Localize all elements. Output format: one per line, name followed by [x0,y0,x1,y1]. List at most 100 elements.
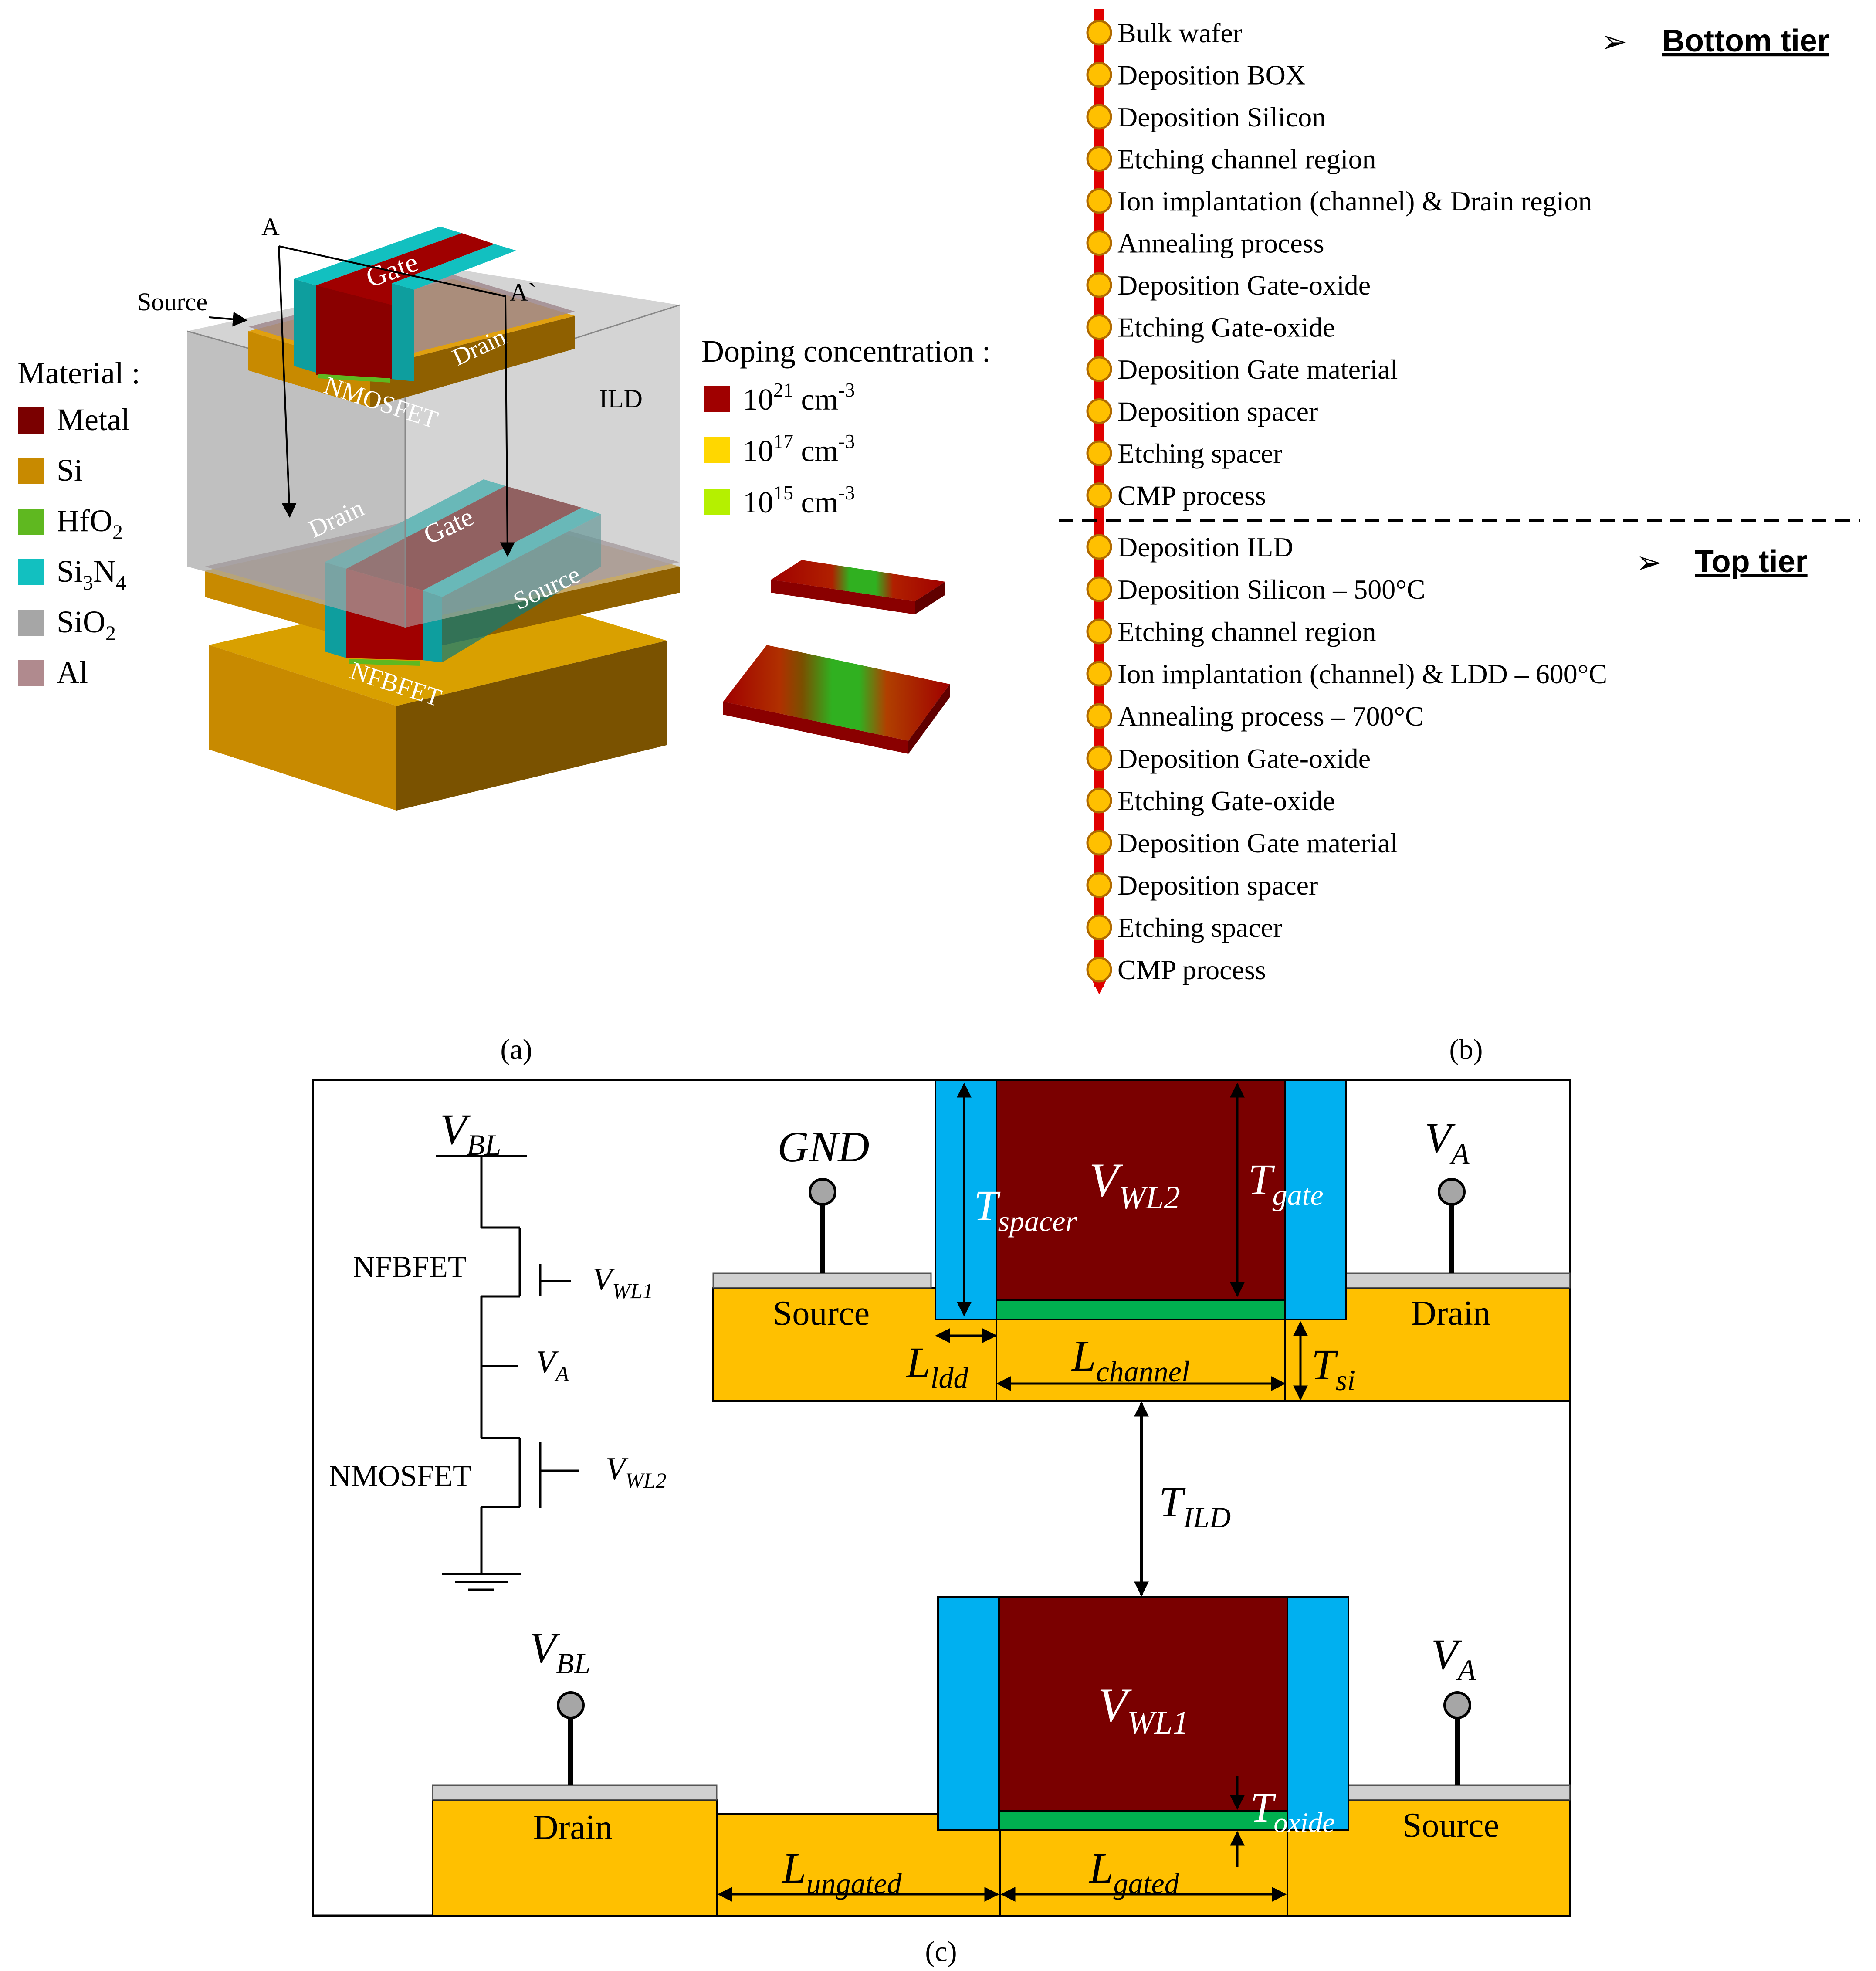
top-drain-contact [1345,1272,1571,1289]
bottom-step-node [1086,398,1112,424]
bottom-step-label: Deposition spacer [1117,396,1318,427]
top-step-label: Deposition spacer [1117,870,1318,901]
circuit-nfbfet-label: NFBFET [353,1250,467,1284]
bottom-step-label: Deposition BOX [1117,60,1306,91]
bottom-step-label: Deposition Gate-oxide [1117,270,1371,301]
bottom-step-node [1086,62,1112,88]
circuit-va-label: VA [536,1344,569,1386]
top-step-node [1086,830,1112,856]
tgate-label: Tgate [1248,1155,1324,1211]
top-spacer-right [1284,1079,1347,1320]
bottom-step-label: Etching Gate-oxide [1117,312,1335,343]
bottom-step-node [1086,482,1112,508]
bottom-gate-oxide [998,1810,1288,1831]
doping-swatch-17 [704,437,730,463]
bottom-step-node [1086,272,1112,298]
bottom-step-label: Bulk wafer [1117,17,1242,48]
lldd-label: Lldd [905,1338,969,1394]
material-swatch-si3n4 [18,559,44,585]
bottom-spacer-left [937,1596,1000,1831]
tspacer-label: Tspacer [974,1181,1077,1238]
top-step-label: Annealing process – 700°C [1117,701,1424,732]
circuit-vbl-label: VBL [440,1105,501,1161]
top-step-label: Deposition Gate material [1117,828,1398,858]
material-label-metal: Metal [57,402,130,437]
bottom-step-node [1086,20,1112,46]
bottom-step-node [1086,230,1112,256]
lgated-label: Lgated [1088,1844,1180,1900]
bottom-step-label: CMP process [1117,480,1266,511]
bottom-step-node [1086,314,1112,340]
top-tier-bullet: ➢ [1636,545,1662,580]
material-swatch-si [18,458,44,484]
gnd-probe [809,1178,836,1273]
caption-b: (b) [1449,1034,1483,1065]
bottom-step-label: Ion implantation (channel) & Drain regio… [1117,186,1592,217]
doping-slab-bottom [723,645,950,754]
circuit-schematic [436,1155,579,1591]
top-step-node [1086,534,1112,560]
va-probe-top [1438,1178,1466,1273]
material-label-al: Al [57,655,88,690]
bottom-step-node [1086,188,1112,214]
bottom-step-label: Annealing process [1117,228,1324,259]
bottom-step-node [1086,440,1112,466]
toxide-label: Toxide [1250,1784,1335,1839]
top-drain-label: Drain [1411,1294,1490,1333]
bottom-spacer-right [1287,1596,1349,1831]
circuit-vwl2-label: VWL2 [606,1451,667,1493]
bottom-step-node [1086,356,1112,382]
material-swatch-al [18,660,44,686]
bottom-vwl1-label: VWL1 [1098,1679,1189,1741]
cut-label-a-prime: A` [510,278,536,306]
top-step-label: Etching Gate-oxide [1117,785,1335,816]
doping-label-17: 1017 cm-3 [743,430,855,468]
material-swatch-sio2 [18,610,44,636]
top-step-label: Etching spacer [1117,912,1283,943]
top-gate-oxide [996,1299,1286,1320]
material-swatch-hfo2 [18,509,44,535]
top-step-label: Etching channel region [1117,616,1376,647]
cut-label-a: A [261,213,280,241]
source-arrow-label: Source [137,288,207,316]
source-pointer: Source [137,288,248,327]
bottom-step-label: Etching spacer [1117,438,1283,469]
bottom-tier-bullet: ➢ [1601,24,1627,59]
doping-label-21: 1021 cm-3 [743,379,855,417]
top-step-label: Deposition Silicon – 500°C [1117,574,1426,605]
material-label-si3n4: Si3N4 [57,554,126,594]
bottom-device: Drain Source [432,1596,1571,1917]
bottom-drain-label: Drain [533,1808,613,1847]
top-step-node [1086,745,1112,771]
bottom-source-contact [1348,1784,1571,1801]
doping-label-15: 1015 cm-3 [743,482,855,519]
top-source-label: Source [773,1294,870,1333]
bottom-vbl-label: VBL [529,1624,590,1680]
top-step-label: Deposition Gate-oxide [1117,743,1371,774]
top-vwl2-label: VWL2 [1089,1153,1180,1216]
lchannel-label: Lchannel [1071,1332,1190,1388]
bottom-source-label: Source [1402,1806,1499,1845]
bottom-step-node [1086,104,1112,130]
tild-label: TILD [1159,1478,1231,1534]
va-probe-bottom [1443,1691,1471,1785]
top-tier-label: Top tier [1695,544,1808,579]
material-legend-title: Material : [17,356,140,390]
top-va-label: VA [1425,1114,1470,1170]
material-swatch-metal [18,407,44,434]
top-tier-header: ➢ Top tier [1636,544,1808,580]
cut-line-a: A A` [261,213,536,557]
bottom-step-node [1086,146,1112,172]
top-step-node [1086,957,1112,983]
doping-swatch-21 [704,386,730,412]
panel-c-cross-section: NFBFET NMOSFET Source Drain GND [312,1079,1571,1968]
vbl-probe [557,1691,585,1785]
top-step-node [1086,576,1112,602]
material-label-si: Si [57,453,83,488]
doping-slab-top [771,560,945,614]
circuit-nmosfet-label: NMOSFET [329,1459,471,1493]
